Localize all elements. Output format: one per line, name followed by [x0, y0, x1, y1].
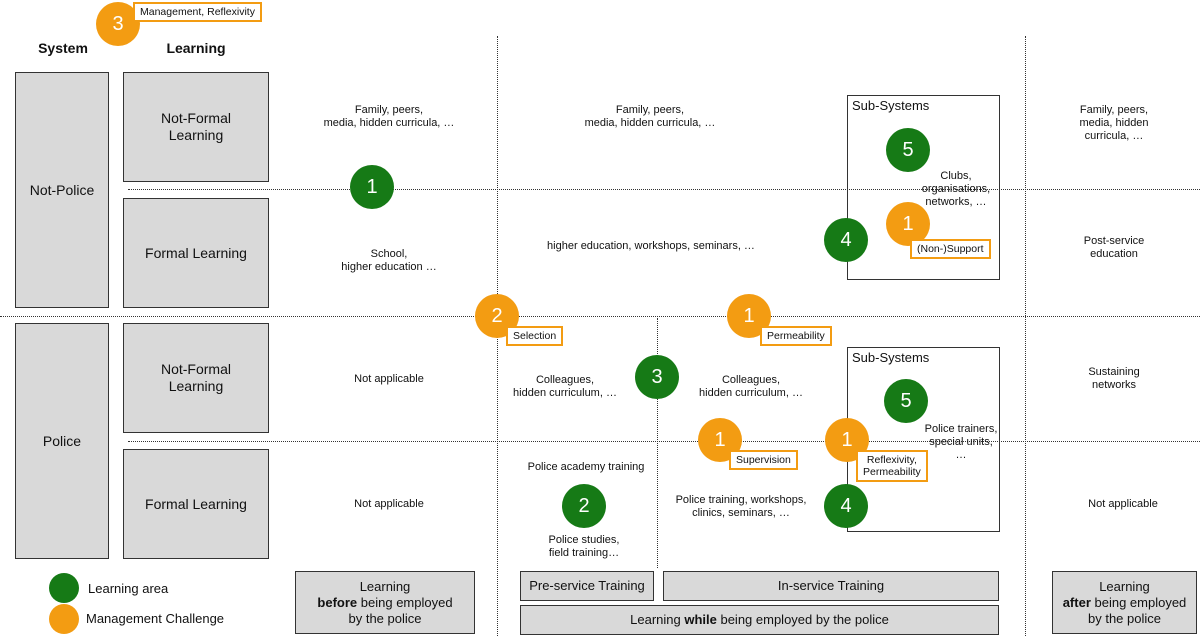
divider-p-learning — [128, 441, 1200, 442]
cell-np-nf-before: Family, peers, media, hidden curricula, … — [323, 104, 455, 129]
cell-p-nf-before: Not applicable — [354, 373, 424, 385]
legend-challenge-swatch — [49, 604, 79, 634]
learning-area-1: 1 — [350, 165, 394, 209]
phase-after-rest: being employed by the police — [1088, 594, 1187, 626]
learning-area-4-p: 4 — [824, 484, 868, 528]
divider-np-learning — [128, 189, 1200, 190]
phase-after-text: Learning — [1099, 578, 1150, 594]
system-not-police: Not-Police — [15, 72, 109, 308]
cell-p-f-after: Not applicable — [1088, 498, 1158, 510]
system-police: Police — [15, 323, 109, 559]
phase-before-text: Learning — [359, 578, 411, 594]
challenge-label-selection: Selection — [506, 326, 564, 346]
phase-inservice: In-service Training — [663, 571, 999, 601]
phase-while-rest: being employed by the police — [716, 612, 889, 627]
phase-after-bold: after — [1062, 594, 1091, 610]
divider-while-after — [1025, 36, 1026, 636]
cell-p-nf-pre: Colleagues, hidden curriculum, … — [513, 374, 617, 399]
phase-before-bold: before — [317, 594, 358, 610]
phase-while-bold: while — [684, 612, 717, 627]
challenge-label-supervision: Supervision — [729, 450, 798, 470]
cell-p-f-studies: Police studies, field training… — [548, 534, 620, 559]
cell-np-nf-while: Family, peers, media, hidden curricula, … — [584, 104, 716, 129]
learning-area-3: 3 — [635, 355, 679, 399]
cell-np-nf-after: Family, peers, media, hidden curricula, … — [1079, 104, 1149, 142]
cell-p-f-academy: Police academy training — [527, 461, 645, 473]
learning-formal-np: Formal Learning — [123, 198, 269, 308]
phase-while: Learning while being employed by the pol… — [520, 605, 999, 635]
cell-np-clubs: Clubs, organisations, networks, … — [921, 170, 991, 208]
learning-area-4-np: 4 — [824, 218, 868, 262]
cell-p-nf-in: Colleagues, hidden curriculum, … — [699, 374, 803, 399]
cell-np-f-while: higher education, workshops, seminars, … — [547, 240, 755, 252]
learning-area-5-p: 5 — [884, 379, 928, 423]
challenge-label-reflexivity: Reflexivity, Permeability — [856, 450, 928, 482]
header-system: System — [38, 40, 88, 56]
subsystems-title: Sub-Systems — [852, 98, 930, 113]
legend-learning-area-label: Learning area — [88, 581, 169, 596]
learning-formal-p: Formal Learning — [123, 449, 269, 559]
phase-while-text: Learning — [630, 612, 685, 627]
subsystems-box-not-police: Sub-Systems — [847, 95, 1000, 280]
cell-np-f-before: School, higher education … — [341, 248, 437, 273]
divider-police-notpolice — [0, 316, 1200, 317]
phase-preservice: Pre-service Training — [520, 571, 654, 601]
cell-p-trainers: Police trainers, special units, … — [924, 423, 998, 461]
learning-area-5-np: 5 — [886, 128, 930, 172]
learning-not-formal-np: Not-Formal Learning — [123, 72, 269, 182]
cell-p-f-before: Not applicable — [354, 498, 424, 510]
cell-p-nf-after: Sustaining networks — [1088, 366, 1140, 391]
legend-learning-area-swatch — [49, 573, 79, 603]
cell-np-f-after: Post-service education — [1083, 235, 1145, 260]
learning-area-2: 2 — [562, 484, 606, 528]
cell-p-f-in: Police training, workshops, clinics, sem… — [675, 494, 807, 519]
header-learning: Learning — [166, 40, 226, 56]
challenge-circle-nonsupport: 1 — [886, 202, 930, 246]
challenge-label-permeability: Permeability — [760, 326, 832, 346]
legend-challenge-label: Management Challenge — [86, 611, 225, 626]
challenge-label-nonsupport: (Non-)Support — [910, 239, 991, 259]
phase-after: Learning after being employed by the poli… — [1052, 571, 1197, 634]
phase-before-rest: being employed by the police — [348, 594, 453, 626]
challenge-label-management: Management, Reflexivity — [133, 2, 262, 22]
subsystems-title: Sub-Systems — [852, 350, 930, 365]
divider-pre-in — [657, 318, 658, 568]
learning-not-formal-p: Not-Formal Learning — [123, 323, 269, 433]
challenge-circle-management: 3 — [96, 2, 140, 46]
